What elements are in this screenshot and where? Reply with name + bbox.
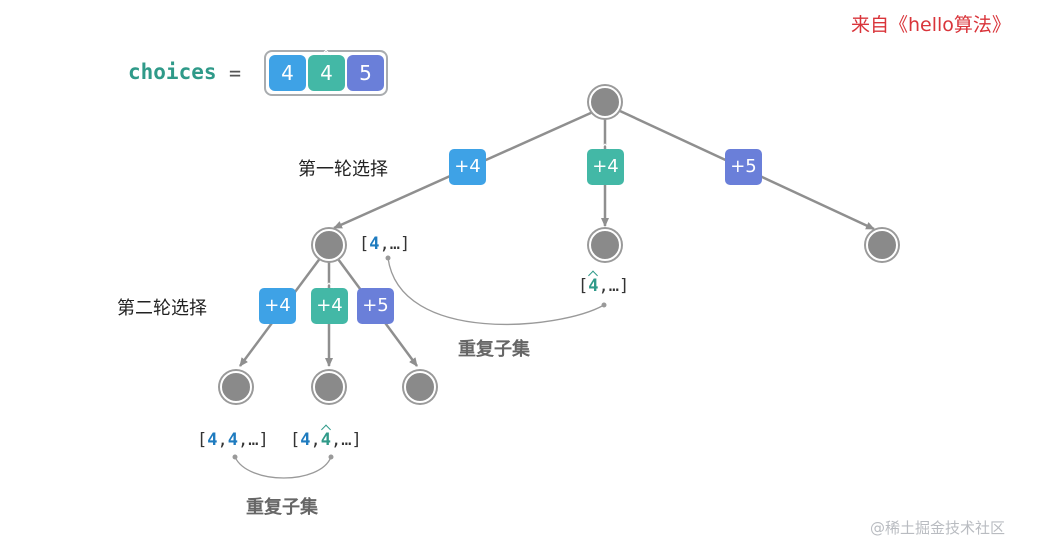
subset-label-d: [4,4,…] — [290, 430, 362, 450]
subset-label-b: [4,…] — [578, 276, 630, 296]
choices-label: choices — [128, 60, 217, 84]
dup-arc-bottom-end — [328, 454, 334, 460]
subset-label-a: [4,…] — [359, 234, 411, 254]
second-round-label: 第二轮选择 — [117, 298, 207, 319]
dup-arc-bottom-start — [232, 454, 238, 460]
choices-array: 4 4 5 — [264, 50, 388, 96]
first-round-label: 第一轮选择 — [298, 159, 388, 180]
tree-node-level1-left — [313, 229, 345, 261]
dup-arc-bottom — [234, 456, 332, 479]
edge-label-first-plus4: +4 — [449, 149, 486, 185]
dup-arc-top — [387, 257, 605, 325]
tree-node-level2-a — [220, 371, 252, 403]
edge-label-second-plus4-hat: +4 — [311, 288, 348, 324]
watermark: @稀土掘金技术社区 — [870, 519, 1006, 537]
tree-node-root — [589, 86, 621, 118]
duplicate-subset-label-top: 重复子集 — [458, 339, 530, 360]
edge-label-second-plus5: +5 — [357, 288, 394, 324]
source-credit: 来自《hello算法》 — [851, 14, 1011, 36]
duplicate-subset-label-bottom: 重复子集 — [246, 497, 318, 518]
dup-arc-top-start — [385, 255, 391, 261]
dup-arc-top-end — [601, 302, 607, 308]
choices-equals: = — [229, 61, 242, 85]
edge-label-first-plus5: +5 — [725, 149, 762, 185]
choice-cell-4-hat: 4 — [308, 55, 345, 91]
subset-label-c: [4,4,…] — [197, 430, 269, 450]
tree-node-level1-right — [866, 229, 898, 261]
tree-node-level1-mid — [589, 229, 621, 261]
edge-label-second-plus4: +4 — [259, 288, 296, 324]
choice-cell-5: 5 — [347, 55, 384, 91]
choice-cell-4: 4 — [269, 55, 306, 91]
edge-label-first-plus4-hat: +4 — [587, 149, 624, 185]
tree-node-level2-c — [404, 371, 436, 403]
tree-node-level2-b — [313, 371, 345, 403]
